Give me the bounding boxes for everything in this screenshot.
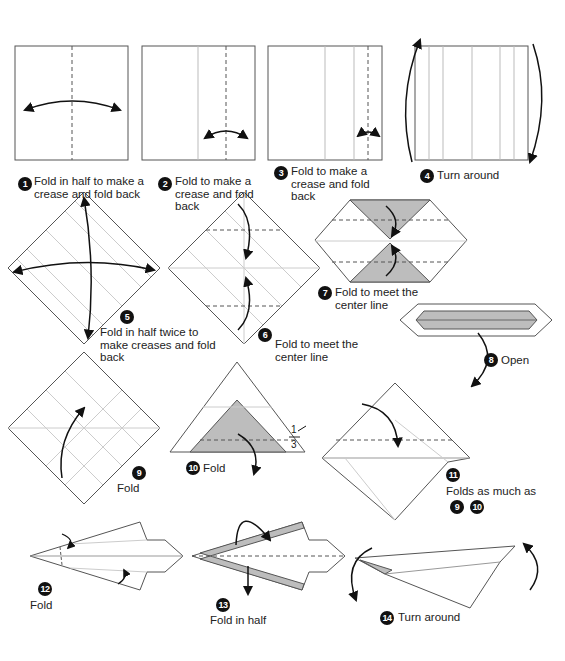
step-2-paper: [142, 46, 255, 160]
step-caption: Open: [501, 354, 551, 367]
step-caption: Folds as much as: [446, 485, 556, 498]
step-8-strip: [400, 304, 552, 386]
step-number: 7: [318, 286, 332, 300]
step-10-triangle: [170, 362, 306, 474]
step-number: 2: [158, 177, 172, 191]
step-caption: Fold to make a crease and fold back: [291, 165, 373, 203]
step-number: 4: [420, 169, 434, 183]
step-number: 6: [258, 328, 272, 342]
step-11-shape: [322, 383, 470, 520]
step-number: 9: [132, 466, 146, 480]
step-caption: Fold: [117, 482, 157, 495]
step-number: 13: [216, 598, 230, 612]
fraction-digit: 3: [291, 440, 297, 450]
step-caption: Fold: [30, 599, 70, 612]
step-number: 1: [18, 177, 32, 191]
step-number: 3: [274, 166, 288, 180]
step-number: 11: [446, 468, 460, 482]
step-caption: Turn around: [437, 169, 527, 182]
step-number: 5: [120, 310, 134, 324]
fraction-bar: [289, 437, 300, 438]
step-caption: Turn around: [398, 611, 478, 624]
step-9-diamond: [8, 352, 160, 504]
step-number: 9: [450, 500, 464, 514]
fraction-digit: 1: [291, 425, 297, 435]
step-number: 10: [186, 461, 200, 475]
step-5-diamond: [8, 192, 160, 344]
step-number: 8: [484, 353, 498, 367]
step-7-hexagon: [315, 200, 467, 282]
step-13-dart: [192, 521, 345, 594]
step-number: 14: [380, 611, 394, 625]
step-3-paper: [268, 46, 382, 160]
step-14-plane: [352, 544, 538, 608]
step-caption: Fold to make a crease and fold back: [175, 175, 257, 213]
step-number: 10: [470, 500, 484, 514]
step-caption: Fold: [203, 462, 243, 475]
step-caption: Fold to meet the center line: [275, 338, 370, 363]
step-caption: Fold in half to make a crease and fold b…: [34, 175, 159, 200]
step-4-paper: [406, 40, 542, 162]
step-6-diamond: [168, 192, 320, 344]
step-1-paper: [15, 46, 128, 160]
step-12-dart: [30, 522, 183, 590]
step-caption: Fold to meet the center line: [335, 286, 425, 311]
step-number: 12: [38, 582, 52, 596]
step-caption: Fold in half: [210, 614, 290, 627]
step-caption: Fold in half twice to make creases and f…: [100, 326, 225, 364]
